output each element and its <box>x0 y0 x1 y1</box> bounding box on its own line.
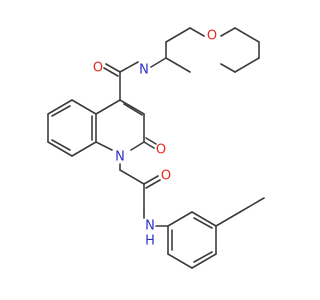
morpholine-ring <box>150 27 260 73</box>
morpholine-nitrogen-label: N <box>139 63 149 78</box>
c4-carbonyl-oxygen-label: O <box>93 61 103 76</box>
acetamide-oxygen-label: O <box>161 169 171 184</box>
ring-nitrogen-label: N <box>115 150 125 165</box>
acetamide-chain <box>119 163 161 219</box>
benzo-ring <box>47 99 97 157</box>
ethylphenyl-ring <box>167 197 265 269</box>
oxo-oxygen-label: O <box>156 143 166 158</box>
amide-nitrogen-label: N <box>145 219 155 234</box>
amide-hydrogen-label: H <box>145 234 155 249</box>
pyridone-ring <box>95 99 157 151</box>
morpholine-oxygen-label: O <box>207 29 217 44</box>
molecule-structure: O N O N O O N H <box>47 27 265 269</box>
c4-carbonyl <box>103 61 139 101</box>
